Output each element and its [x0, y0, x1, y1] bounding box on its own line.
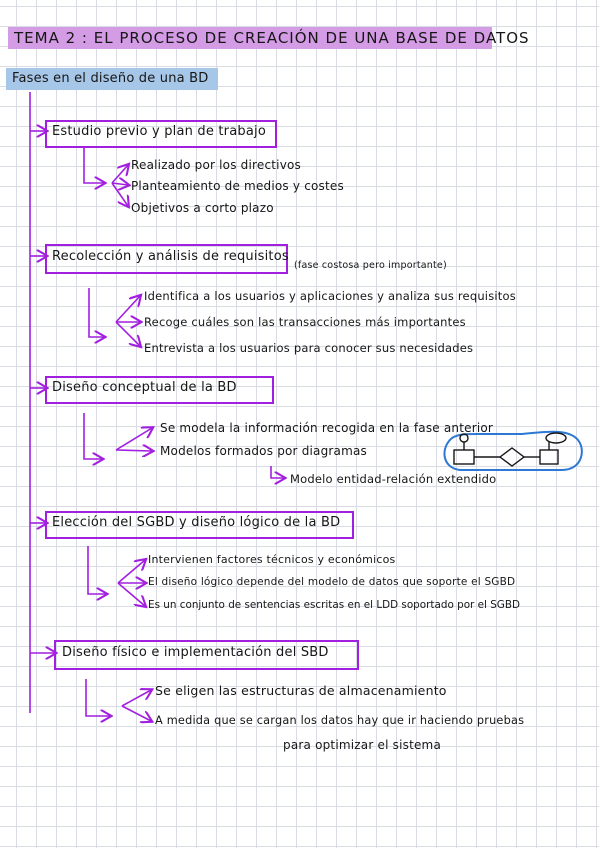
list-item: A medida que se cargan los datos hay que…	[155, 714, 525, 727]
phase-note: (fase costosa pero importante)	[294, 260, 447, 271]
list-item: El diseño lógico depende del modelo de d…	[148, 576, 516, 588]
list-item: Planteamiento de medios y costes	[131, 179, 344, 193]
list-item: Intervienen factores técnicos y económic…	[148, 553, 396, 566]
page-title: TEMA 2 : EL PROCESO DE CREACIÓN DE UNA B…	[14, 29, 530, 47]
phase-heading: Diseño físico e implementación del SBD	[62, 645, 329, 660]
list-item: Recoge cuáles son las transacciones más …	[144, 315, 466, 329]
section-subtitle: Fases en el diseño de una BD	[12, 71, 209, 86]
phase-box	[54, 640, 359, 670]
list-item: Es un conjunto de sentencias escritas en…	[148, 599, 520, 611]
list-item: Se modela la información recogida en la …	[160, 421, 494, 435]
list-item: Modelos formados por diagramas	[160, 444, 368, 458]
phase-box	[45, 511, 354, 539]
title-highlight	[8, 27, 492, 49]
er-diagram-sketch	[443, 430, 583, 471]
list-item: Identifica a los usuarios y aplicaciones…	[144, 289, 516, 303]
phase-box	[45, 120, 277, 148]
phase-box	[45, 244, 288, 274]
list-subitem: Modelo entidad-relación extendido	[290, 472, 497, 486]
phase-heading: Estudio previo y plan de trabajo	[52, 124, 266, 139]
list-item: Objetivos a corto plazo	[131, 201, 274, 215]
subtitle-highlight	[6, 68, 218, 90]
list-item: Entrevista a los usuarios para conocer s…	[144, 341, 474, 355]
phase-box	[45, 376, 274, 404]
phase-heading: Diseño conceptual de la BD	[52, 380, 237, 395]
phase-heading: Elección del SGBD y diseño lógico de la …	[52, 515, 341, 530]
list-item: Realizado por los directivos	[131, 158, 302, 172]
list-item-continuation: para optimizar el sistema	[283, 738, 441, 752]
list-item: Se eligen las estructuras de almacenamie…	[155, 683, 447, 698]
phase-heading: Recolección y análisis de requisitos	[52, 249, 289, 264]
